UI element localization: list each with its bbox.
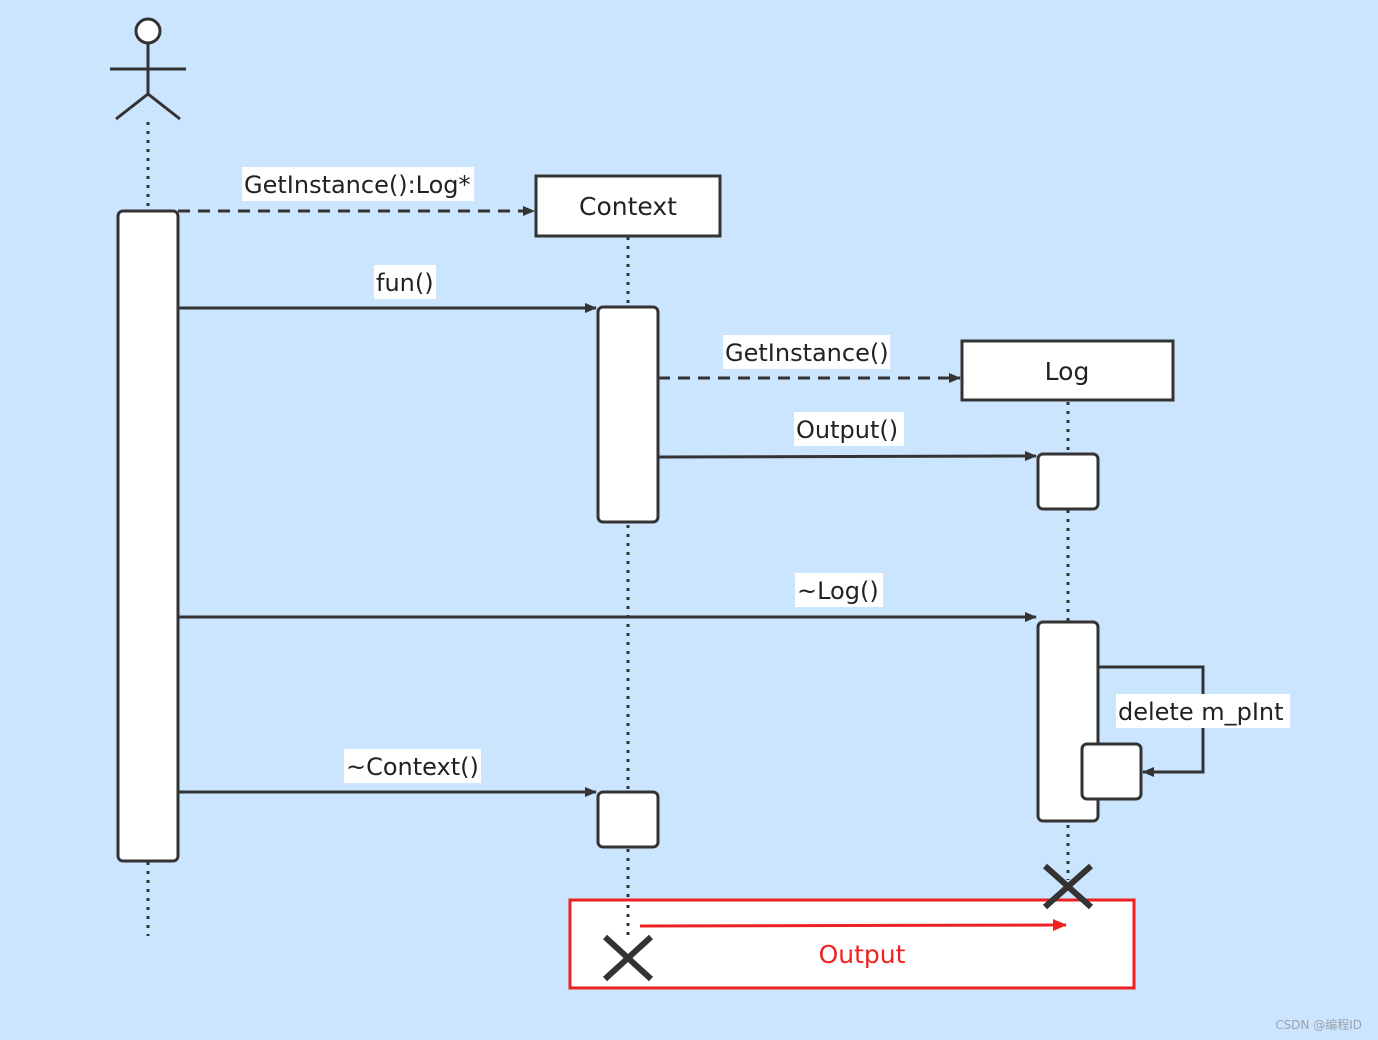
context-activation-fun bbox=[596, 305, 660, 524]
output-highlight-box: Output bbox=[568, 898, 1136, 990]
context-activation-destructor bbox=[596, 790, 660, 849]
log-destroy-x-icon bbox=[1043, 863, 1093, 910]
get-instance-log-label: GetInstance():Log* bbox=[244, 171, 471, 199]
output-arrow bbox=[657, 451, 1037, 462]
context-destructor-label: ~Context() bbox=[346, 753, 479, 781]
output-label: Output() bbox=[796, 416, 898, 444]
context-object-label: Context bbox=[579, 192, 677, 221]
output-order-arrow bbox=[639, 919, 1067, 932]
log-self-activation bbox=[1080, 742, 1143, 801]
context-object-box: Context bbox=[534, 174, 722, 238]
stick-figure-actor-icon bbox=[110, 17, 186, 121]
get-instance-label: GetInstance() bbox=[725, 339, 889, 367]
watermark: CSDN @编程ID bbox=[1275, 1017, 1362, 1032]
log-destructor-label: ~Log() bbox=[797, 577, 879, 605]
log-activation-output bbox=[1036, 452, 1100, 511]
actor-activation-bar bbox=[116, 209, 180, 863]
delete-m-pint-label: delete m_pInt bbox=[1118, 698, 1284, 726]
log-object-label: Log bbox=[1045, 357, 1090, 386]
log-object-box: Log bbox=[960, 339, 1175, 402]
context-destroy-x-icon bbox=[602, 934, 654, 982]
output-highlight-label: Output bbox=[819, 940, 906, 969]
fun-label: fun() bbox=[376, 269, 434, 297]
